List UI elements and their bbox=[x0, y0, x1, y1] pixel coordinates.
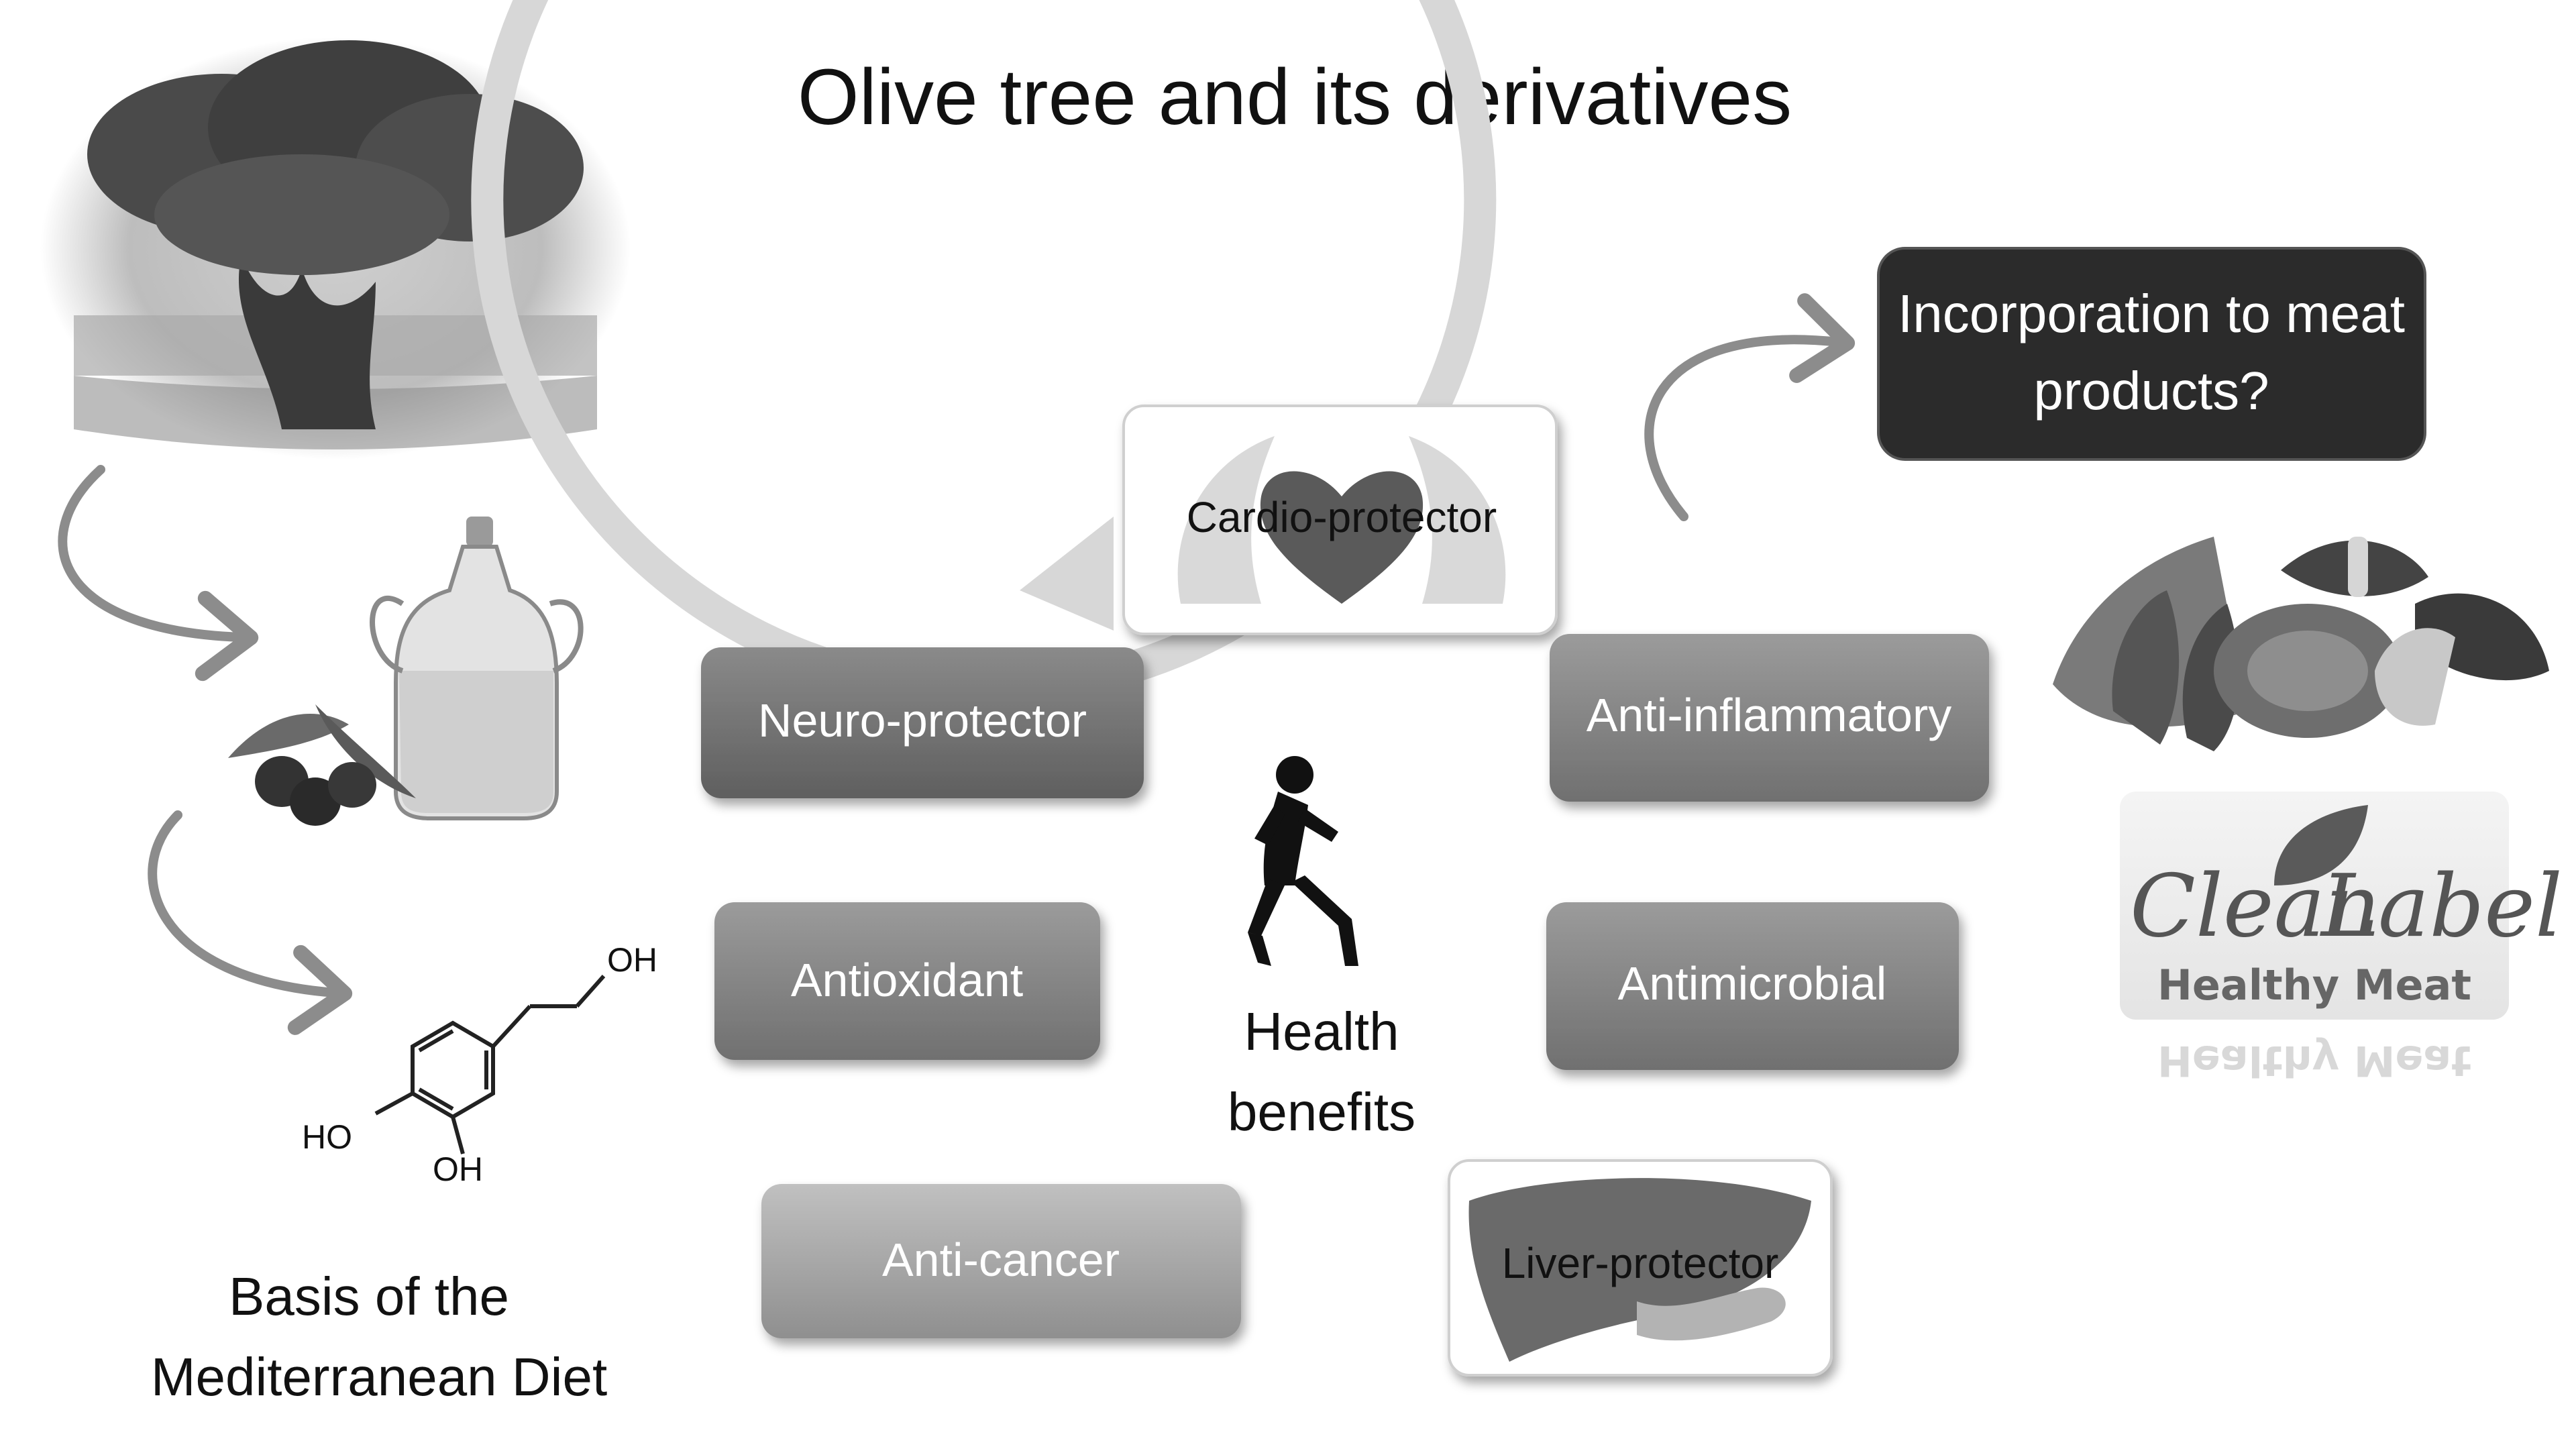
liver-protector-node: Liver-protector bbox=[1448, 1159, 1833, 1377]
center-label-line2: benefits bbox=[1228, 1082, 1415, 1142]
question-line2: products? bbox=[2033, 361, 2269, 421]
liver-protector-label: Liver-protector bbox=[1502, 1239, 1779, 1287]
cycle-ring bbox=[471, 0, 1497, 706]
basis-label-line2: Mediterranean Diet bbox=[151, 1347, 607, 1407]
logo-tagline: Healthy Meat bbox=[2157, 961, 2471, 1010]
cardio-protector-node: Cardio-protector bbox=[1122, 405, 1558, 635]
flow-arrow-2 bbox=[148, 810, 353, 1035]
meat-products-icon bbox=[2053, 537, 2549, 751]
center-label-line1: Health bbox=[1244, 1002, 1399, 1061]
flow-arrow-3 bbox=[1644, 293, 1856, 521]
anti-inflammatory-label: Anti-inflammatory bbox=[1587, 689, 1952, 741]
antioxidant-node: Antioxidant bbox=[714, 902, 1100, 1060]
anti-inflammatory-node: Anti-inflammatory bbox=[1550, 634, 1989, 802]
olive-oil-bottle-icon bbox=[228, 517, 584, 826]
molecule-ho-left: HO bbox=[302, 1118, 352, 1156]
question-box: Incorporation to meat products? bbox=[1877, 247, 2426, 461]
neuro-protector-node: Neuro-protector bbox=[701, 647, 1144, 798]
question-line1: Incorporation to meat bbox=[1898, 284, 2405, 343]
logo-tagline-reflection: Healthy Meat bbox=[2157, 1036, 2471, 1085]
molecule-oh-bottom: OH bbox=[433, 1150, 483, 1188]
antimicrobial-label: Antimicrobial bbox=[1618, 957, 1887, 1010]
antioxidant-label: Antioxidant bbox=[791, 954, 1023, 1006]
heart-in-hands-icon bbox=[1177, 436, 1506, 604]
liver-icon bbox=[1468, 1178, 1811, 1362]
page-title: Olive tree and its derivatives bbox=[798, 53, 1792, 142]
anti-cancer-label: Anti-cancer bbox=[882, 1234, 1120, 1286]
molecule-oh-top: OH bbox=[607, 941, 657, 979]
clean-label-logo: Clean Label Healthy Meat Healthy Meat bbox=[2120, 792, 2563, 1085]
logo-label-text: Label bbox=[2320, 857, 2563, 957]
runner-icon bbox=[1248, 756, 1358, 966]
logo-clean-text: Clean bbox=[2130, 857, 2380, 957]
cardio-protector-label: Cardio-protector bbox=[1187, 493, 1497, 541]
anti-cancer-node: Anti-cancer bbox=[761, 1184, 1241, 1338]
basis-label-line1: Basis of the bbox=[229, 1267, 509, 1326]
hydroxytyrosol-molecule bbox=[374, 975, 606, 1154]
neuro-protector-label: Neuro-protector bbox=[758, 694, 1087, 747]
flow-arrow-1 bbox=[58, 465, 259, 682]
antimicrobial-node: Antimicrobial bbox=[1546, 902, 1959, 1070]
leaf-icon bbox=[2274, 805, 2368, 885]
